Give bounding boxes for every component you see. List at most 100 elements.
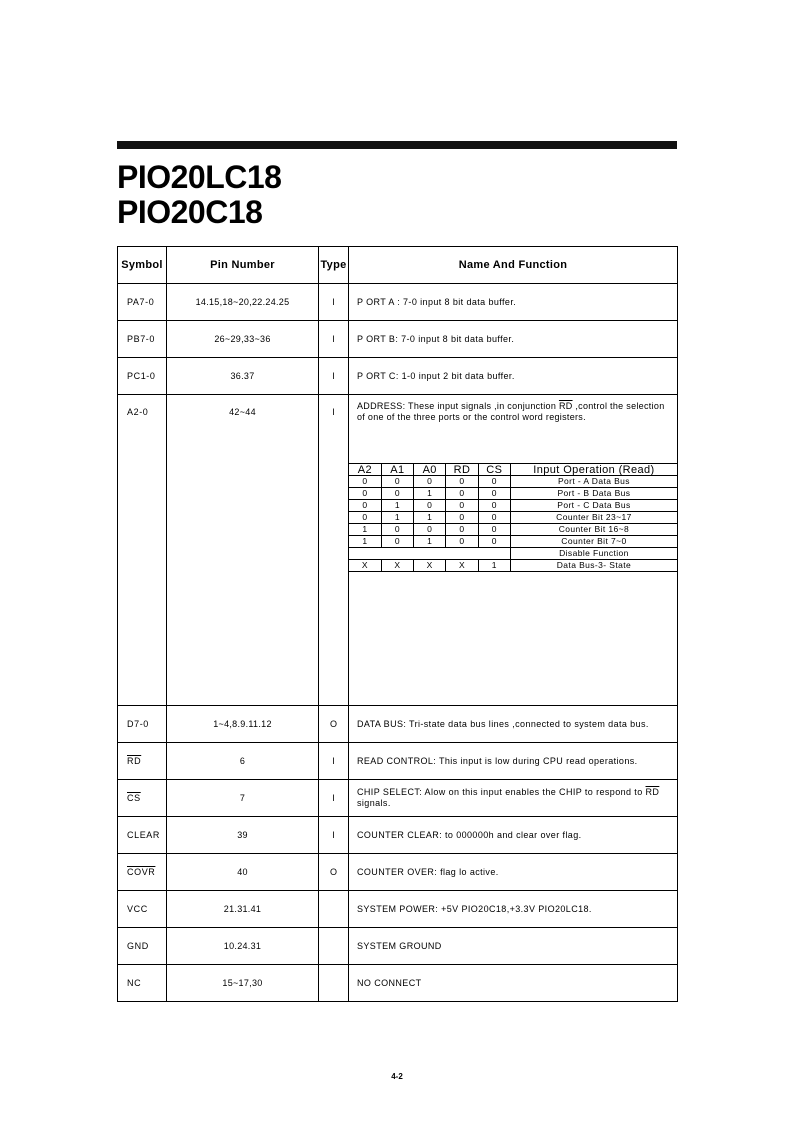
pin-function: CHIP SELECT: Alow on this input enables … [348,779,678,817]
title-line-2: PIO20C18 [117,194,263,230]
pin-symbol: CLEAR [117,816,167,854]
truth-table-cell: 1 [477,559,511,572]
truth-table-row: Disable Function [349,547,677,560]
pin-description-table: Symbol Pin Number Type Name And Function… [117,246,678,1002]
pin-number: 39 [166,816,319,854]
truth-table-cell: Port - B Data Bus [509,487,677,500]
truth-table-cell: 1 [349,535,382,548]
pin-number: 14.15,18~20,22.24.25 [166,283,319,321]
pin-function: ADDRESS: These input signals ,in conjunc… [348,394,678,706]
pin-type: I [318,357,349,395]
pin-type: I [318,816,349,854]
pin-function: NO CONNECT [348,964,678,1002]
truth-table-cell: 0 [349,487,382,500]
pin-function: SYSTEM GROUND [348,927,678,965]
pin-symbol: A2-0 [117,394,167,706]
truth-table-cell: 0 [445,535,479,548]
header-symbol: Symbol [117,246,167,284]
truth-table-cell: 0 [445,523,479,536]
truth-table-cell: X [349,559,382,572]
truth-table-cell: 0 [477,523,511,536]
truth-table-cell: 0 [445,511,479,524]
pin-number: 10.24.31 [166,927,319,965]
truth-table-header: A2 [349,463,382,476]
pin-type: I [318,320,349,358]
pin-symbol: PA7-0 [117,283,167,321]
pin-function: READ CONTROL: This input is low during C… [348,742,678,780]
truth-table-cell: Port - C Data Bus [509,499,677,512]
chip-select-rd-signal: RD [645,787,660,797]
pin-type: I [318,742,349,780]
pin-number: 6 [166,742,319,780]
truth-table-header: A0 [413,463,447,476]
pin-type: O [318,705,349,743]
pin-symbol: CS [117,779,167,817]
truth-table-cell: Port - A Data Bus [509,475,677,488]
pin-function: COUNTER CLEAR: to 000000h and clear over… [348,816,678,854]
pin-function: COUNTER OVER: flag lo active. [348,853,678,891]
header-type: Type [318,246,349,284]
truth-table-blank [349,547,511,560]
pin-type: I [318,779,349,817]
address-text-before: ADDRESS: These input signals ,in conjunc… [357,401,559,411]
pin-number: 40 [166,853,319,891]
pin-type [318,927,349,965]
pin-function: P ORT B: 7-0 input 8 bit data buffer. [348,320,678,358]
truth-table-cell: X [445,559,479,572]
pin-number: 21.31.41 [166,890,319,928]
truth-table-cell: 0 [477,535,511,548]
page-number: 4-2 [391,1072,403,1081]
truth-table-cell: 0 [477,475,511,488]
truth-table-cell: 0 [380,523,415,536]
truth-table-header: A1 [380,463,415,476]
truth-table-header: RD [445,463,479,476]
table-header-row: Symbol Pin Number Type Name And Function [117,246,678,284]
pin-symbol: COVR [117,853,167,891]
pin-type [318,964,349,1002]
truth-table-cell: 1 [380,511,415,524]
truth-table-cell: 0 [477,487,511,500]
header-rule [117,141,677,149]
address-text-after: ,control the selection of one of the thr… [357,401,665,422]
truth-table-cell: Data Bus-3- State [509,559,677,572]
address-rd-signal: RD [558,401,573,411]
pin-function: SYSTEM POWER: +5V PIO20C18,+3.3V PIO20LC… [348,890,678,928]
truth-table-cell: 0 [380,535,415,548]
truth-table-cell: X [380,559,415,572]
pin-symbol: VCC [117,890,167,928]
truth-table-header: Input Operation (Read) [509,463,677,476]
truth-table-cell: 0 [477,499,511,512]
truth-table-cell: 1 [413,511,447,524]
pin-symbol: NC [117,964,167,1002]
pin-symbol: PC1-0 [117,357,167,395]
pin-symbol: GND [117,927,167,965]
truth-table-cell: 0 [380,487,415,500]
truth-table-cell: 0 [445,499,479,512]
truth-table-cell: X [413,559,447,572]
pin-type: O [318,853,349,891]
truth-table-cell: 0 [349,511,382,524]
pin-number: 7 [166,779,319,817]
truth-table-cell: 0 [413,523,447,536]
pin-number: 15~17,30 [166,964,319,1002]
chip-select-text-after: signals. [357,798,391,808]
title-line-1: PIO20LC18 [117,159,282,195]
